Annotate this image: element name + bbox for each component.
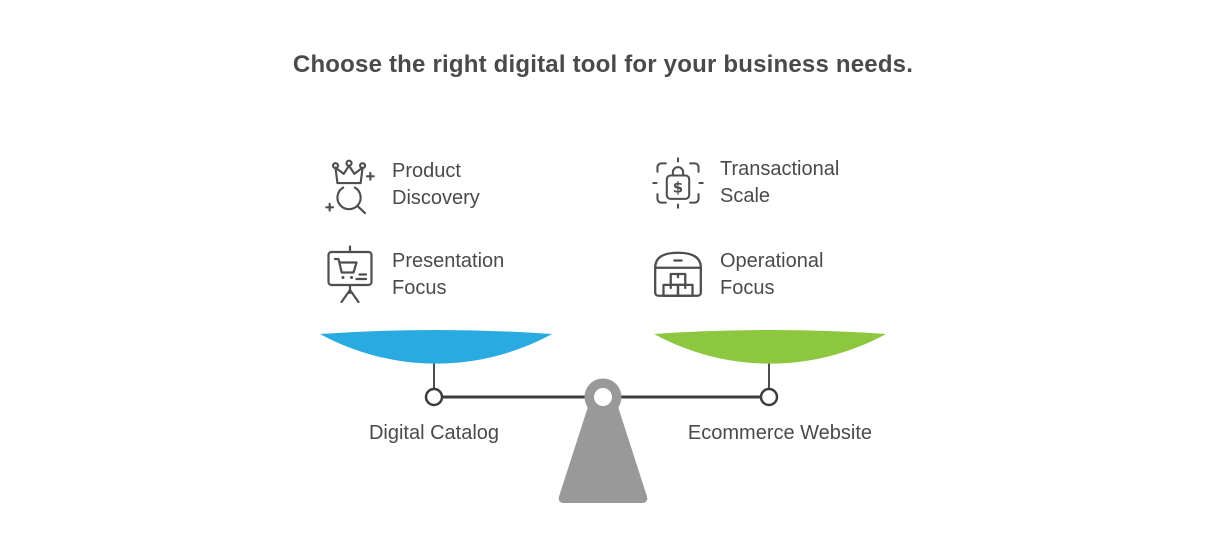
fulcrum [558,378,648,503]
left-pan-label: Digital Catalog [368,422,500,444]
dollar-glyph: $ [673,178,683,196]
product-discovery-icon [322,155,378,215]
presentation-focus-icon [322,245,378,305]
right-pivot-circle [759,387,779,407]
feature-label: Transactional Scale [720,158,840,207]
right-pan [654,330,886,364]
feature-presentation-focus: Presentation Focus [322,245,534,305]
balance-scale [320,330,886,503]
right-pan-label: Ecommerce Website [687,422,873,444]
feature-label: Product Discovery [392,160,480,209]
feature-product-discovery: Product Discovery [322,155,534,215]
transactional-scale-icon: $ [650,153,706,213]
page-title: Choose the right digital tool for your b… [292,51,914,78]
operational-focus-icon [650,245,706,305]
feature-transactional-scale: $ Transactional Scale [650,153,862,213]
fulcrum-hole [594,388,612,406]
left-pivot-circle [424,387,444,407]
left-pan [320,330,552,364]
feature-operational-focus: Operational Focus [650,245,862,305]
feature-label: Operational Focus [720,250,824,299]
feature-label: Presentation Focus [392,250,505,299]
